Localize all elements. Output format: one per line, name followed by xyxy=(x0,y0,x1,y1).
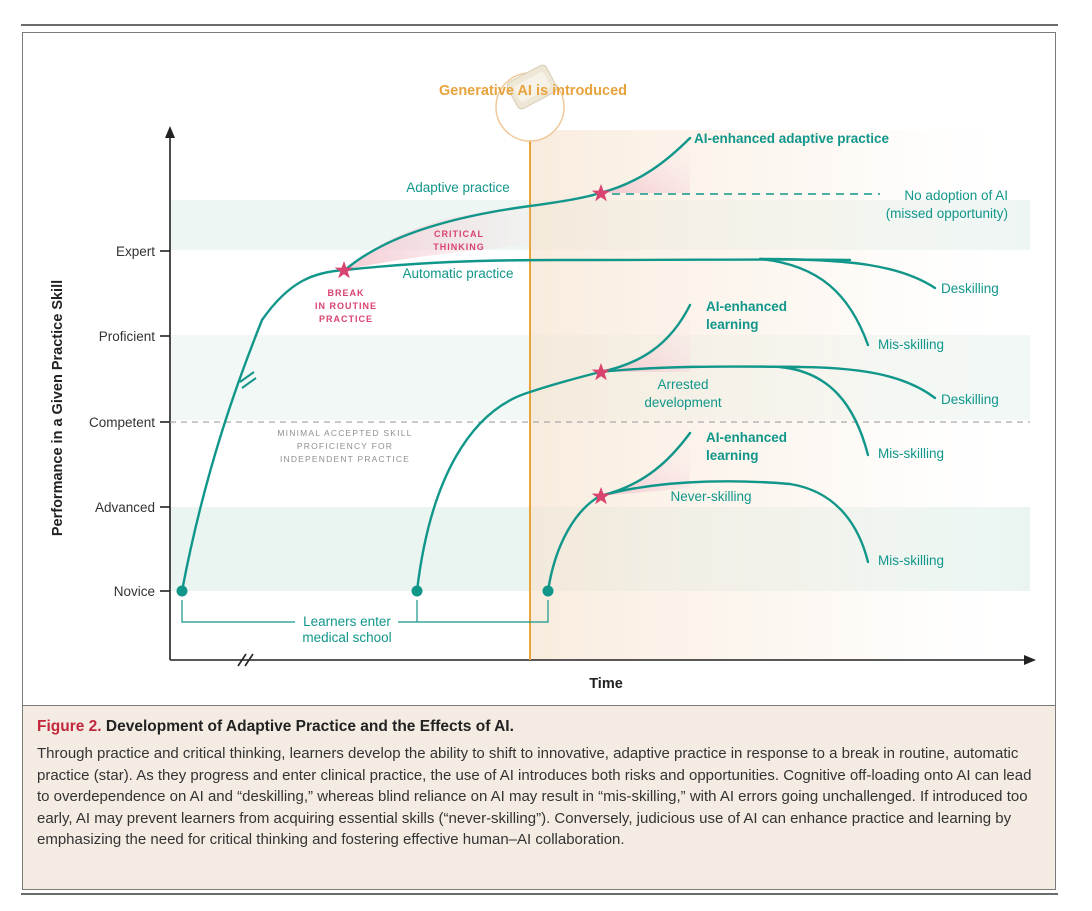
automatic-practice-label: Automatic practice xyxy=(402,266,513,281)
deskilling-top-label: Deskilling xyxy=(941,281,999,296)
misskilling-top-label: Mis-skilling xyxy=(878,337,944,352)
critical-thinking-label-2: THINKING xyxy=(433,242,485,252)
top-rule xyxy=(21,24,1058,26)
break-label-1: BREAK xyxy=(327,288,364,298)
caption-body: Through practice and critical thinking, … xyxy=(37,745,1032,848)
y-level-proficient: Proficient xyxy=(99,329,156,344)
misskilling-low-label: Mis-skilling xyxy=(878,553,944,568)
y-level-expert: Expert xyxy=(116,244,155,259)
break-label-3: PRACTICE xyxy=(319,314,373,324)
break-stars xyxy=(334,184,611,505)
pink-regions xyxy=(345,138,690,496)
ai-introduced-label: Generative AI is introduced xyxy=(439,83,627,99)
star-icon xyxy=(591,184,611,202)
ai-enhanced-learning-low-2: learning xyxy=(706,448,759,463)
bottom-rule xyxy=(21,893,1058,895)
start-dots xyxy=(176,585,554,597)
ai-enhanced-learning-low-1: AI-enhanced xyxy=(706,430,787,445)
break-label-2: IN ROUTINE xyxy=(315,301,377,311)
star-icon xyxy=(334,261,354,279)
ai-enhanced-learning-mid-2: learning xyxy=(706,317,759,332)
y-level-novice: Novice xyxy=(114,584,155,599)
background-bands xyxy=(170,130,1030,660)
learners-enter-label-1: Learners enter xyxy=(303,614,391,629)
adaptive-practice-label: Adaptive practice xyxy=(406,180,510,195)
deskilling-mid-label: Deskilling xyxy=(941,392,999,407)
ai-chip-icon xyxy=(495,64,565,142)
arrested-development-2: development xyxy=(644,395,722,410)
never-skilling-label: Never-skilling xyxy=(670,489,751,504)
star-icon xyxy=(591,363,611,381)
y-level-advanced: Advanced xyxy=(95,500,155,515)
critical-thinking-label-1: CRITICAL xyxy=(434,229,484,239)
ai-enhanced-learning-mid-1: AI-enhanced xyxy=(706,299,787,314)
no-adoption-label-1: No adoption of AI xyxy=(904,188,1008,203)
axes xyxy=(160,126,1036,667)
threshold-label-1: MINIMAL ACCEPTED SKILL xyxy=(277,428,412,438)
x-axis-title: Time xyxy=(589,676,623,692)
y-axis-title: Performance in a Given Practice Skill xyxy=(50,280,66,536)
misskilling-mid-label: Mis-skilling xyxy=(878,446,944,461)
star-icon xyxy=(591,487,611,505)
ai-enhanced-adaptive-label: AI-enhanced adaptive practice xyxy=(694,131,890,146)
figure-caption: Figure 2. Development of Adaptive Practi… xyxy=(22,706,1056,890)
curve-break-marks xyxy=(239,371,257,389)
learners-enter-label-2: medical school xyxy=(302,630,391,645)
no-adoption-label-2: (missed opportunity) xyxy=(886,206,1008,221)
curves xyxy=(180,136,937,593)
threshold-label-3: INDEPENDENT PRACTICE xyxy=(280,454,410,464)
threshold-label-2: PROFICIENCY FOR xyxy=(297,441,393,451)
figure-label: Figure 2. xyxy=(37,718,102,735)
learners-enter-bracket xyxy=(181,600,549,623)
caption-title: Figure 2. Development of Adaptive Practi… xyxy=(37,718,1041,736)
y-level-competent: Competent xyxy=(89,415,155,430)
figure-title: Development of Adaptive Practice and the… xyxy=(105,718,514,735)
arrested-development-1: Arrested xyxy=(657,377,708,392)
